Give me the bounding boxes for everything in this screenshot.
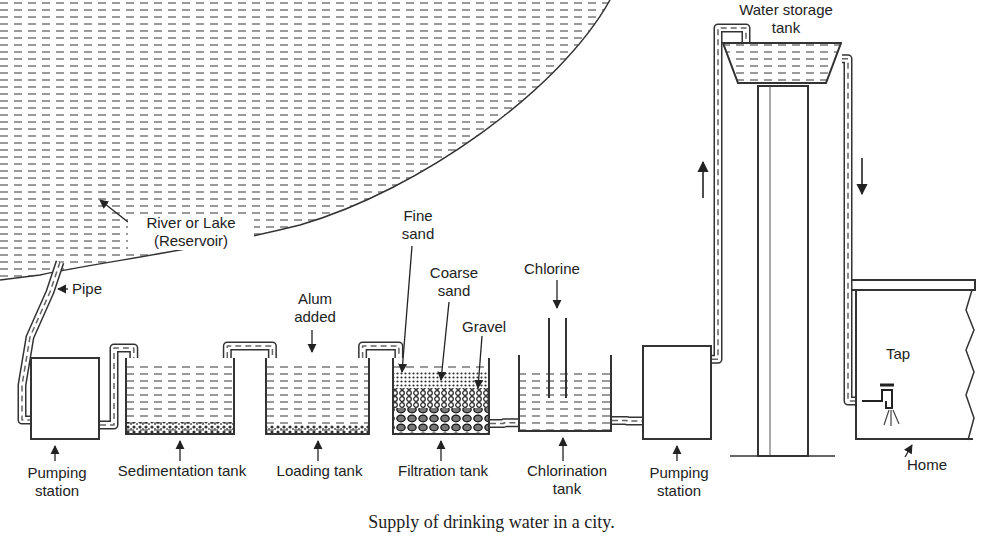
leader-line [100,200,128,222]
pipe [490,422,518,424]
node-label: Loading tank [262,462,377,480]
node-label: Pumping station [629,464,729,500]
leader-line [441,302,449,380]
leader-line [58,288,68,289]
sediment [267,425,368,434]
coarse-sand-layer [394,388,488,408]
leader-line [440,441,441,461]
house-wall [966,290,974,440]
pipe-stroke [842,59,855,401]
leader-line [478,336,482,388]
reservoir: River or Lake (Reservoir) [0,0,600,262]
pipe-stroke [490,422,518,424]
pipe [363,346,399,358]
pipe [227,346,272,358]
pipe-stroke [612,417,642,424]
tank-water [267,362,368,434]
pipe-stroke [842,59,855,401]
pipe-stroke [227,346,272,358]
pipe [100,348,134,425]
tank-body [723,43,841,83]
pumping-station: Pumping station [642,345,712,440]
leader-line [905,445,912,457]
part-label: Chlorine [524,260,594,278]
leader-line [562,438,563,461]
leader-line [54,446,55,461]
caption: Supply of drinking water in a city. [0,512,983,533]
chlorination-tank: Chlorination tank [518,355,612,432]
pipe-stroke [363,346,399,358]
part-label: Pipe [72,280,112,298]
part-label: Alum added [286,290,344,326]
pipe-stroke [363,346,399,358]
leader-line [179,441,180,461]
sedimentation-tank: Sedimentation tank [125,358,235,435]
tap [862,390,892,408]
node-label: River or Lake (Reservoir) [128,214,254,250]
reservoir-water [0,0,610,280]
tap-handle [880,384,894,387]
tower-edge [770,86,771,456]
node-label: Chlorination tank [512,462,622,498]
gravel-layer [394,408,488,434]
tank-water [394,362,488,372]
node-label: Water storage tank [730,1,842,37]
home: Home [855,290,973,440]
tank-water [127,362,233,434]
part-label: Coarse sand [426,264,482,300]
part-label: Tap [886,345,926,363]
roof [850,280,975,290]
pipe-stroke [227,346,272,358]
filtration-tank: Filtration tank [392,358,490,435]
pipe [842,59,855,401]
flow-arrow [702,162,704,198]
pipe-stroke [842,59,855,401]
part-label: Gravel [462,318,522,336]
chlorine-tube [548,318,550,398]
storage-tank: Water storage tank [722,42,842,84]
part-label: Fine sand [396,207,440,243]
pumping-station: Pumping station [30,357,100,440]
node-label: Pumping station [7,464,107,500]
pipe [612,420,642,422]
tank-outline [722,42,842,84]
leader-line [556,280,557,308]
pipe-stroke [612,420,642,422]
tower [758,86,808,456]
water-spray [884,410,899,426]
pipe-stroke [490,418,518,428]
pipe-stroke [227,346,272,358]
leader-line [317,441,318,461]
pipe-stroke [612,416,642,426]
flow-arrow [861,158,863,194]
node-label: Sedimentation tank [117,462,247,480]
pipe-stroke [100,348,134,425]
pipe-stroke [100,348,134,425]
node-label: Home [897,456,957,474]
leader-line [402,246,412,372]
pipe-stroke [363,346,399,358]
sediment [127,422,233,434]
reservoir-shore [0,0,610,280]
pipe-stroke [490,420,518,427]
leader-line [311,330,312,352]
loading-tank: Loading tank [265,358,370,435]
node-label: Filtration tank [388,462,498,480]
ground-line [730,455,835,457]
pipe-stroke [100,348,134,425]
chlorine-tube [565,318,567,398]
leader-line [676,446,677,461]
